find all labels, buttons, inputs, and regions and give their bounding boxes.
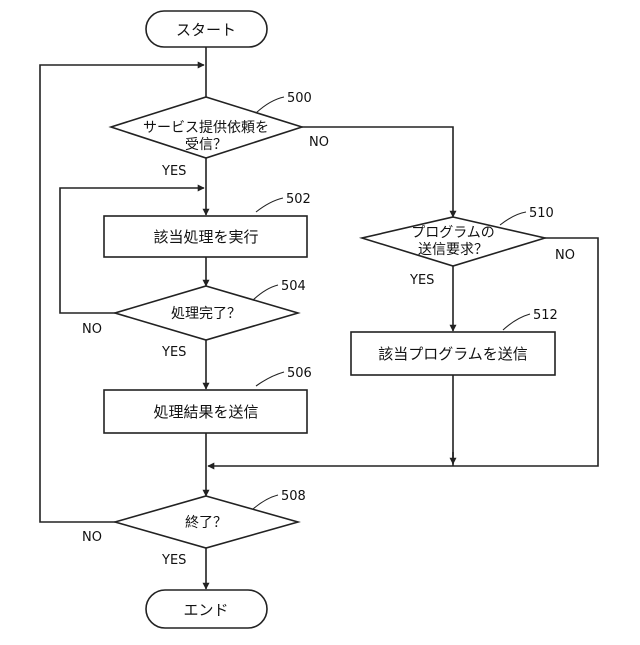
ref-506: 506 bbox=[287, 366, 312, 381]
reference-numbers: 500 502 504 506 508 510 512 bbox=[281, 91, 558, 504]
label-504-no: NO bbox=[82, 322, 102, 337]
process-506-label: 処理結果を送信 bbox=[153, 403, 258, 421]
ref-510: 510 bbox=[529, 206, 554, 221]
label-510-yes: YES bbox=[409, 273, 434, 288]
label-500-yes: YES bbox=[161, 164, 186, 179]
node-510: プログラムの 送信要求？ bbox=[362, 217, 545, 266]
ref-508: 508 bbox=[281, 489, 306, 504]
node-504: 処理完了？ bbox=[115, 286, 298, 340]
node-500: サービス提供依頼を 受信？ bbox=[111, 97, 302, 158]
label-510-no: NO bbox=[555, 248, 575, 263]
leader-504 bbox=[253, 285, 278, 300]
leader-508 bbox=[253, 495, 278, 509]
node-512: 該当プログラムを送信 bbox=[351, 332, 555, 375]
start-label: スタート bbox=[176, 21, 236, 39]
node-502: 該当処理を実行 bbox=[104, 216, 307, 257]
ref-512: 512 bbox=[533, 308, 558, 323]
decision-510-line2: 送信要求？ bbox=[418, 242, 488, 258]
leader-510 bbox=[500, 212, 526, 225]
label-508-no: NO bbox=[82, 530, 102, 545]
leader-506 bbox=[256, 372, 284, 386]
ref-502: 502 bbox=[286, 192, 311, 207]
end-label: エンド bbox=[183, 601, 228, 619]
decision-500-line2: 受信？ bbox=[185, 137, 227, 153]
decision-504-label: 処理完了？ bbox=[171, 306, 241, 322]
decision-508-label: 終了？ bbox=[185, 515, 227, 531]
ref-504: 504 bbox=[281, 279, 306, 294]
label-504-yes: YES bbox=[161, 345, 186, 360]
decision-500-line1: サービス提供依頼を bbox=[143, 120, 269, 136]
node-start: スタート bbox=[146, 11, 267, 47]
ref-500: 500 bbox=[287, 91, 312, 106]
node-508: 終了？ bbox=[115, 496, 298, 548]
label-508-yes: YES bbox=[161, 553, 186, 568]
decision-510-line1: プログラムの bbox=[411, 225, 495, 241]
leader-502 bbox=[256, 198, 283, 212]
process-512-label: 該当プログラムを送信 bbox=[378, 345, 528, 363]
process-502-label: 該当処理を実行 bbox=[153, 228, 258, 246]
reference-leaders bbox=[253, 97, 530, 509]
leader-512 bbox=[503, 314, 530, 330]
label-500-no: NO bbox=[309, 135, 329, 150]
node-end: エンド bbox=[146, 590, 267, 628]
leader-500 bbox=[256, 97, 284, 113]
node-506: 処理結果を送信 bbox=[104, 390, 307, 433]
